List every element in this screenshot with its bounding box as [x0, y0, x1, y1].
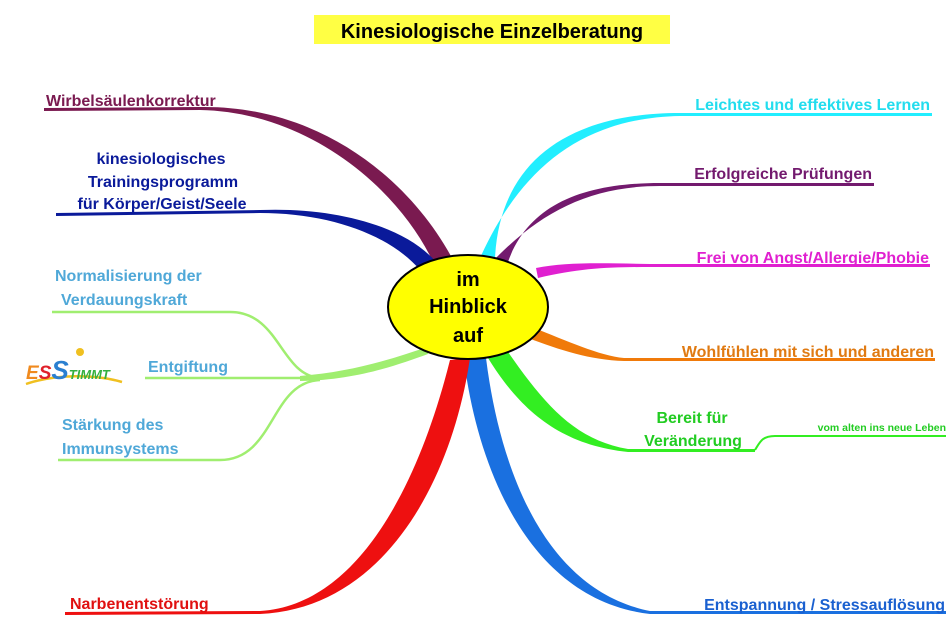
label-training-1: kinesiologisches	[97, 151, 226, 168]
label-entgiftung: Entgiftung	[148, 359, 228, 376]
branch-line-verdauung	[52, 310, 321, 380]
title: Kinesiologische Einzelberatung	[341, 21, 643, 43]
logo-dot	[76, 348, 84, 356]
label-training-3: für Körper/Geist/Seele	[78, 196, 247, 213]
label-entspannung: Entspannung / Stressauflösung	[704, 597, 945, 614]
label-veraenderung-1: Bereit für	[656, 410, 727, 427]
branch-line-immun	[58, 378, 321, 462]
center-line-2: Hinblick	[429, 296, 508, 318]
label-wirbelsaeule: Wirbelsäulenkorrektur	[46, 93, 216, 110]
label-veraenderung-sub: vom alten ins neue Leben	[818, 422, 946, 434]
label-wohl: Wohlfühlen mit sich und anderen	[682, 344, 934, 361]
center-line-1: im	[456, 269, 479, 291]
label-verdauung-2: Verdauungskraft	[61, 292, 188, 309]
center-line-3: auf	[453, 325, 483, 347]
label-immun-1: Stärkung des	[62, 417, 163, 434]
branch-line-veraenderung	[488, 352, 755, 452]
label-lernen: Leichtes und effektives Lernen	[695, 97, 930, 114]
label-pruefungen: Erfolgreiche Prüfungen	[694, 166, 872, 183]
label-narben: Narbenentstörung	[70, 596, 209, 613]
logo-text: ESSTIMMT	[26, 355, 111, 385]
label-angst: Frei von Angst/Allergie/Phobie	[697, 250, 929, 267]
branch-line-veraenderung-sub	[754, 435, 946, 451]
branch-line-angst	[536, 263, 930, 278]
label-immun-2: Immunsystems	[62, 441, 179, 458]
center-node	[387, 254, 549, 360]
branch-line-narben	[65, 358, 470, 615]
logo-swoosh	[25, 375, 123, 386]
branch-line-training	[56, 209, 436, 270]
esstimmt-logo: ESSTIMMT	[25, 348, 123, 386]
label-training-2: Trainingsprogramm	[88, 174, 238, 191]
title-background	[314, 15, 670, 44]
branch-line-cluster-stem	[300, 346, 430, 381]
label-verdauung-1: Normalisierung der	[55, 268, 202, 285]
label-veraenderung-2: Veränderung	[644, 433, 742, 450]
